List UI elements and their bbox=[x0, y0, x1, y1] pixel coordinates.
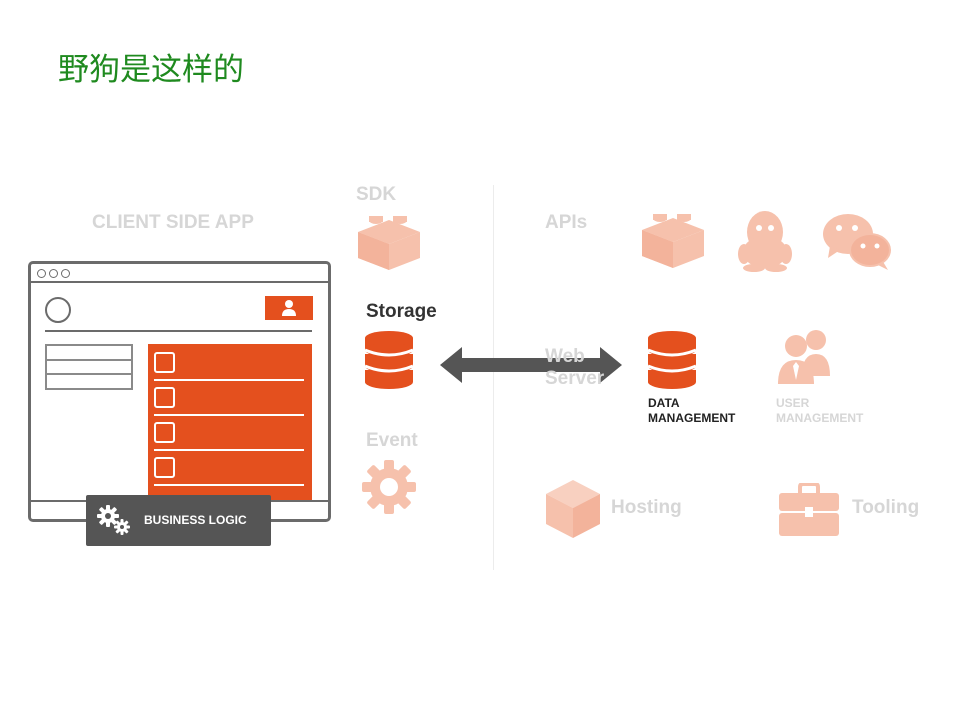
client-side-app-label: CLIENT SIDE APP bbox=[92, 212, 254, 233]
window-dot-icon bbox=[61, 269, 70, 278]
window-content-line bbox=[45, 330, 312, 332]
user-badge bbox=[265, 296, 313, 320]
event-label: Event bbox=[366, 430, 418, 451]
data-management-label-line2: MANAGEMENT bbox=[648, 411, 736, 425]
lego-block-icon bbox=[642, 214, 704, 268]
window-dot-icon bbox=[37, 269, 46, 278]
list-row-line bbox=[154, 484, 304, 486]
user-management-label-line1: USER bbox=[776, 396, 810, 410]
client-app-window bbox=[28, 261, 331, 522]
window-dot-icon bbox=[49, 269, 58, 278]
double-arrow-overlay-icon bbox=[440, 345, 622, 385]
business-logic-label: BUSINESS LOGIC bbox=[144, 513, 247, 527]
briefcase-icon bbox=[779, 483, 839, 536]
database-icon bbox=[647, 331, 697, 389]
window-titlebar-line bbox=[31, 281, 328, 283]
business-logic-badge: BUSINESS LOGIC bbox=[86, 495, 271, 546]
user-management-label: USER MANAGEMENT bbox=[776, 396, 863, 426]
section-divider bbox=[493, 185, 494, 570]
gear-icon bbox=[362, 460, 416, 514]
todo-list-panel bbox=[148, 344, 312, 502]
web-server-label: Web Server bbox=[545, 346, 604, 390]
qq-penguin-icon bbox=[738, 211, 792, 272]
data-management-label: DATA MANAGEMENT bbox=[648, 396, 735, 426]
gears-icon bbox=[97, 505, 130, 535]
sdk-label: SDK bbox=[356, 184, 397, 205]
database-icon bbox=[364, 331, 414, 389]
text-input-mock bbox=[45, 344, 133, 390]
list-row-line bbox=[154, 379, 304, 381]
checkbox-icon bbox=[154, 387, 175, 408]
double-arrow-icon bbox=[440, 347, 622, 383]
tooling-label: Tooling bbox=[852, 497, 920, 518]
list-row-line bbox=[154, 414, 304, 416]
user-management-label-line2: MANAGEMENT bbox=[776, 411, 864, 425]
checkbox-icon bbox=[154, 422, 175, 443]
checkbox-icon bbox=[154, 352, 175, 373]
storage-label: Storage bbox=[366, 301, 437, 322]
box-icon bbox=[546, 480, 600, 538]
users-icon bbox=[778, 330, 830, 384]
data-management-label-line1: DATA bbox=[648, 396, 680, 410]
avatar-circle-icon bbox=[45, 297, 71, 323]
web-server-label-line2: Server bbox=[545, 368, 605, 389]
slide-title: 野狗是这样的 bbox=[58, 52, 244, 88]
hosting-label: Hosting bbox=[611, 497, 682, 518]
web-server-label-line1: Web bbox=[545, 346, 585, 367]
lego-block-icon bbox=[358, 216, 420, 270]
user-icon bbox=[282, 300, 296, 316]
checkbox-icon bbox=[154, 457, 175, 478]
wechat-icon bbox=[823, 214, 891, 270]
apis-label: APIs bbox=[545, 212, 588, 233]
list-row-line bbox=[154, 449, 304, 451]
